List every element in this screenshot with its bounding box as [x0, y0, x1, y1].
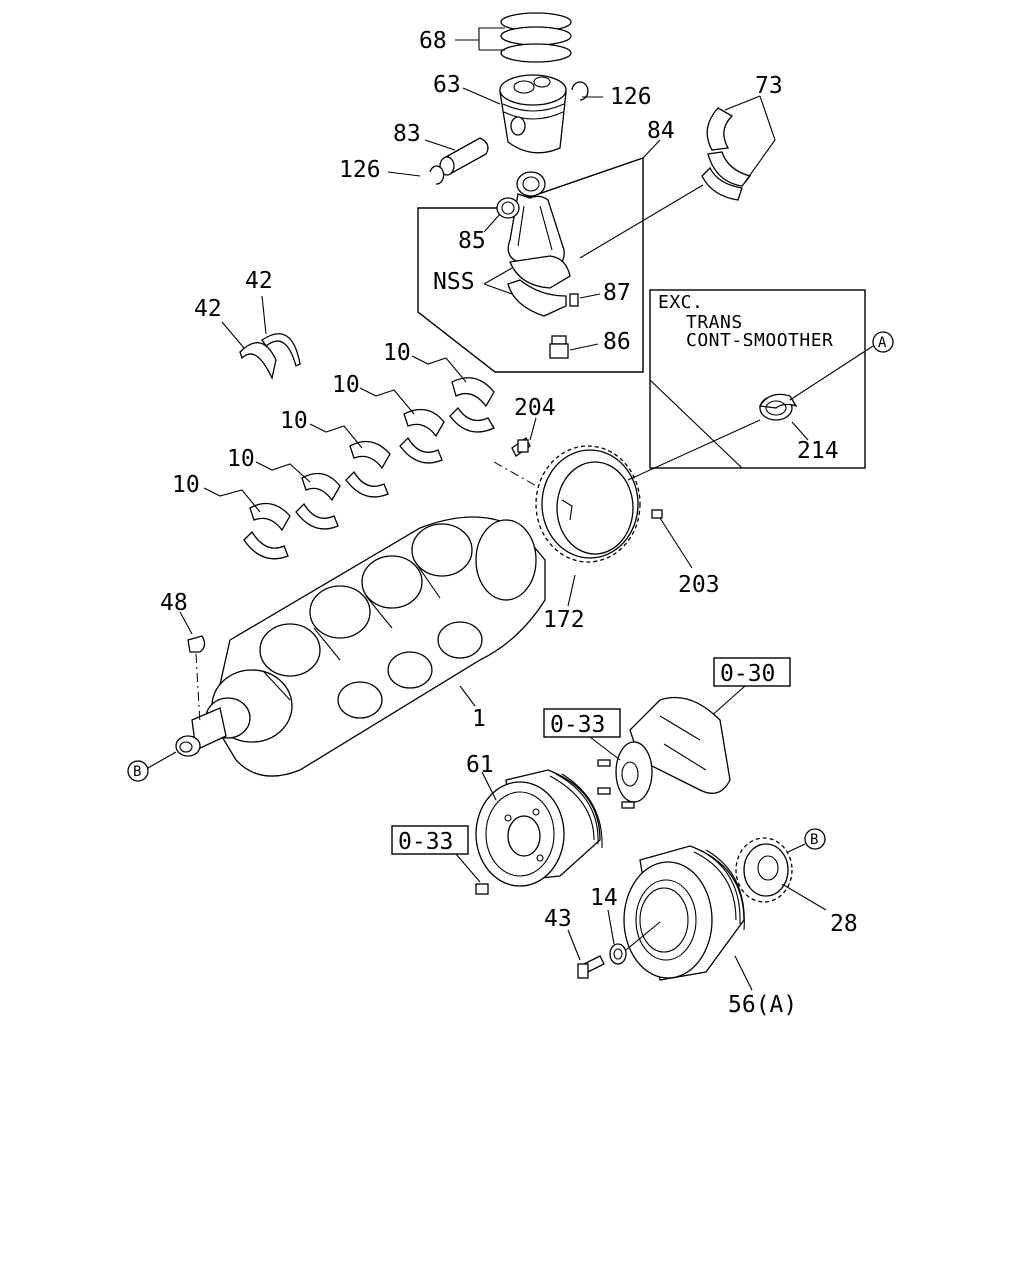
bolt-43	[577, 955, 605, 979]
bolt-204	[511, 437, 531, 457]
label-126-left: 126	[339, 157, 381, 183]
ref-0-33-pulley: 0-33	[398, 829, 453, 855]
washer-14	[609, 943, 627, 965]
label-43: 43	[544, 906, 572, 932]
thrust-washers	[239, 333, 301, 380]
label-14: 14	[590, 885, 618, 911]
label-42-a: 42	[194, 296, 222, 322]
main-bearing-2	[295, 472, 341, 530]
label-42-b: 42	[245, 268, 273, 294]
pulley-nut	[475, 883, 489, 895]
connecting-rod	[496, 171, 571, 317]
label-203: 203	[678, 572, 720, 598]
label-214: 214	[797, 438, 839, 464]
circle-marker-b-crank: B	[127, 760, 149, 782]
damper-pulley-56a	[623, 845, 745, 981]
note-line-1: EXC.	[658, 292, 703, 313]
crank-gear-28	[735, 837, 793, 903]
water-pump	[615, 696, 731, 803]
conrod-bearing-73	[701, 107, 752, 201]
woodruff-key-48	[187, 635, 206, 653]
exception-box	[649, 289, 866, 469]
pulley-61	[475, 769, 603, 887]
label-61: 61	[466, 752, 494, 778]
conrod-nut	[569, 293, 579, 307]
label-48: 48	[160, 590, 188, 616]
label-63: 63	[433, 72, 461, 98]
label-1: 1	[472, 706, 486, 732]
piston	[499, 74, 567, 154]
ref-0-33-pump: 0-33	[550, 712, 605, 738]
label-10-a: 10	[172, 472, 200, 498]
main-bearing-1	[243, 502, 291, 560]
piston-pin	[439, 137, 489, 176]
ref-0-30: 0-30	[720, 661, 775, 687]
label-28: 28	[830, 911, 858, 937]
svg-text:B: B	[133, 764, 141, 780]
note-line-3: CONT-SMOOTHER	[686, 330, 833, 351]
main-bearing-4	[399, 408, 445, 464]
label-126-right: 126	[610, 84, 652, 110]
pump-studs	[597, 759, 635, 809]
label-68: 68	[419, 28, 447, 54]
label-204: 204	[514, 395, 556, 421]
svg-text:B: B	[810, 832, 818, 848]
label-85: 85	[458, 228, 486, 254]
label-10-b: 10	[227, 446, 255, 472]
label-87: 87	[603, 280, 631, 306]
snap-ring-right	[571, 81, 589, 101]
label-73: 73	[755, 73, 783, 99]
circle-marker-b-gear: B	[804, 828, 826, 850]
label-10-c: 10	[280, 408, 308, 434]
oil-seal-214	[758, 393, 798, 421]
pin-203	[651, 509, 663, 519]
label-nss: NSS	[433, 269, 475, 295]
conrod-bolt	[549, 335, 569, 359]
piston-rings	[500, 12, 572, 63]
label-56a: 56(A)	[728, 992, 797, 1018]
ref-box-0-30[interactable]	[713, 657, 791, 687]
timing-gear-172	[535, 445, 641, 563]
circle-marker-a: A	[872, 331, 894, 353]
label-84: 84	[647, 118, 675, 144]
main-bearing-5	[449, 377, 495, 433]
label-86: 86	[603, 329, 631, 355]
main-bearing-3	[345, 440, 391, 498]
snap-ring-left	[429, 165, 445, 185]
label-10-e: 10	[383, 340, 411, 366]
note-line-2: TRANS	[686, 312, 743, 333]
svg-text:A: A	[878, 335, 887, 351]
crankshaft	[175, 516, 546, 777]
label-83: 83	[393, 121, 421, 147]
label-172: 172	[543, 607, 585, 633]
ref-box-0-33-pump[interactable]	[543, 708, 621, 738]
ref-box-0-33-pulley[interactable]	[391, 825, 469, 855]
label-10-d: 10	[332, 372, 360, 398]
